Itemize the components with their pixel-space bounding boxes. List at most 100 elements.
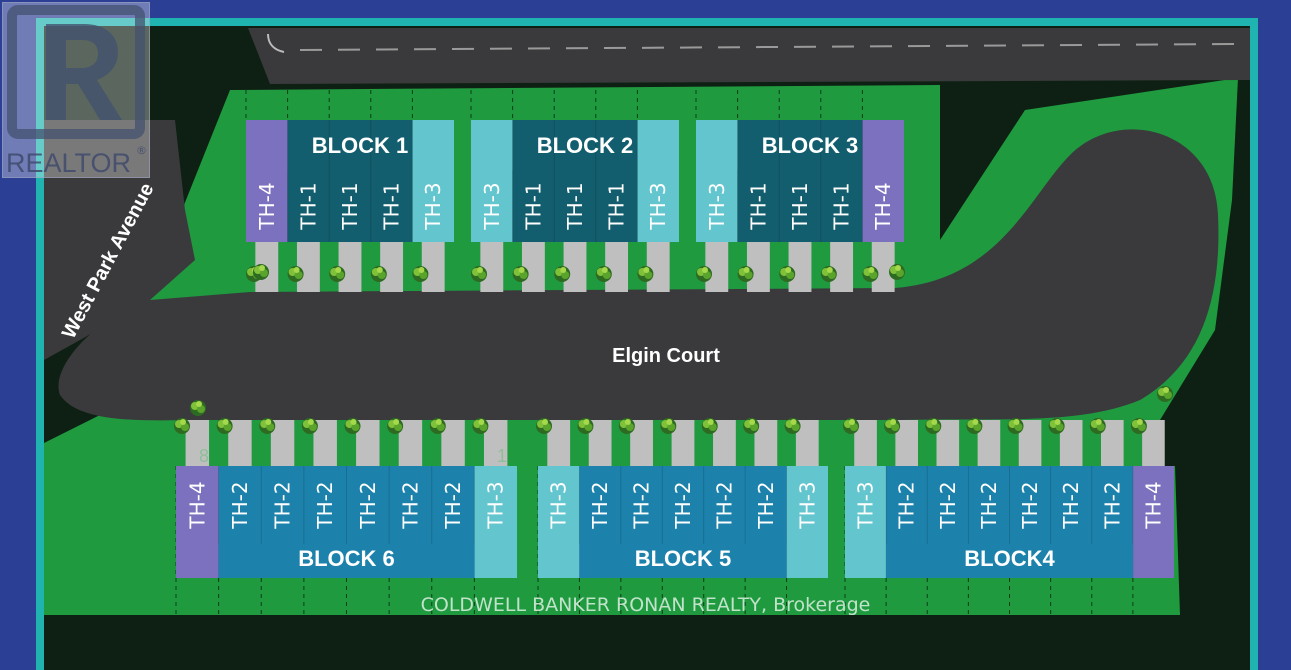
driveway — [854, 420, 877, 466]
unit-th-3[interactable] — [696, 120, 738, 242]
driveway — [795, 420, 819, 466]
driveway — [746, 242, 770, 292]
unit-label: TH-4 — [871, 182, 895, 230]
unit-label: TH-2 — [356, 481, 380, 529]
shrub — [779, 266, 796, 282]
unit-label: TH-2 — [1018, 481, 1042, 529]
shrub — [1130, 418, 1147, 434]
unit-th-3[interactable] — [471, 120, 513, 242]
unit-th-2[interactable] — [1091, 466, 1133, 544]
unit-label: TH-1 — [830, 182, 854, 230]
shrub — [966, 418, 983, 434]
unit-th-2[interactable] — [662, 466, 704, 544]
unit-label: TH-2 — [1100, 481, 1124, 529]
driveway — [483, 420, 508, 466]
unit-label: TH-2 — [936, 481, 960, 529]
unit-th-4[interactable] — [862, 120, 904, 242]
unit-label: TH-3 — [854, 481, 878, 529]
realtor-logo[interactable]: REALTOR ® — [2, 2, 150, 178]
unit-th-3[interactable] — [845, 466, 887, 578]
unit-label: TH-2 — [398, 481, 422, 529]
unit-th-2[interactable] — [968, 466, 1010, 544]
unit-label: TH-2 — [712, 481, 736, 529]
unit-label: TH-2 — [895, 481, 919, 529]
unit-th-2[interactable] — [886, 466, 928, 544]
unit-label: TH-2 — [1059, 481, 1083, 529]
unit-th-3[interactable] — [538, 466, 580, 578]
shrub — [174, 418, 190, 434]
block-5-label: BLOCK 5 — [635, 546, 732, 571]
unit-th-2[interactable] — [303, 466, 347, 544]
unit-th-1[interactable] — [779, 170, 821, 242]
unit-th-2[interactable] — [579, 466, 621, 544]
unit-th-3[interactable] — [786, 466, 828, 578]
road-curb — [267, 33, 285, 53]
shrub — [696, 266, 712, 282]
driveway — [421, 242, 445, 292]
unit-th-2[interactable] — [218, 466, 262, 544]
lot-number-1: 1 — [497, 446, 507, 466]
unit-th-2[interactable] — [703, 466, 746, 544]
unit-th-2[interactable] — [389, 466, 432, 544]
unit-th-4[interactable] — [176, 466, 219, 578]
shrub — [472, 418, 489, 434]
block-1-label-band — [287, 120, 413, 170]
unit-th-1[interactable] — [512, 170, 555, 242]
shrub — [884, 418, 901, 434]
driveway — [895, 420, 918, 466]
unit-th-1[interactable] — [554, 170, 596, 242]
unit-label: TH-3 — [484, 481, 508, 529]
unit-th-2[interactable] — [927, 466, 969, 544]
shrub — [1089, 418, 1106, 434]
driveway — [977, 420, 1001, 466]
unit-th-1[interactable] — [595, 170, 638, 242]
shrub — [471, 266, 487, 282]
unit-th-2[interactable] — [1009, 466, 1051, 544]
unit-label: TH-2 — [228, 481, 252, 529]
top-road — [248, 28, 1250, 84]
unit-th-1[interactable] — [287, 170, 330, 242]
shrub — [253, 264, 269, 280]
driveway — [185, 420, 210, 466]
unit-th-3[interactable] — [412, 120, 454, 242]
driveway — [671, 420, 695, 466]
block-5-label-band — [579, 544, 787, 578]
shrub — [1048, 418, 1065, 434]
driveway — [588, 420, 612, 466]
driveway — [270, 420, 295, 466]
shrubs — [174, 264, 1173, 434]
block-3-label-band — [737, 120, 863, 170]
unit-th-3[interactable] — [474, 466, 517, 578]
driveway — [441, 420, 465, 466]
unit-th-1[interactable] — [820, 170, 863, 242]
shrub — [190, 400, 206, 416]
shrub — [216, 418, 233, 434]
unit-th-1[interactable] — [329, 170, 371, 242]
shrub — [536, 418, 552, 434]
unit-th-4[interactable] — [246, 120, 288, 242]
unit-th-2[interactable] — [745, 466, 787, 544]
unit-th-1[interactable] — [737, 170, 780, 242]
shrub — [1007, 418, 1024, 434]
unit-th-2[interactable] — [346, 466, 390, 544]
unit-label: TH-2 — [754, 481, 778, 529]
driveway — [1101, 420, 1124, 466]
unit-th-2[interactable] — [1050, 466, 1092, 544]
driveway — [705, 242, 729, 292]
unit-th-4[interactable] — [1132, 466, 1174, 578]
unit-th-2[interactable] — [620, 466, 663, 544]
unit-th-2[interactable] — [261, 466, 304, 544]
unit-th-1[interactable] — [370, 170, 413, 242]
unit-th-2[interactable] — [431, 466, 475, 544]
shrub — [412, 266, 429, 282]
shrub — [701, 418, 718, 434]
driveway — [1018, 420, 1042, 466]
unit-th-3[interactable] — [637, 120, 679, 242]
